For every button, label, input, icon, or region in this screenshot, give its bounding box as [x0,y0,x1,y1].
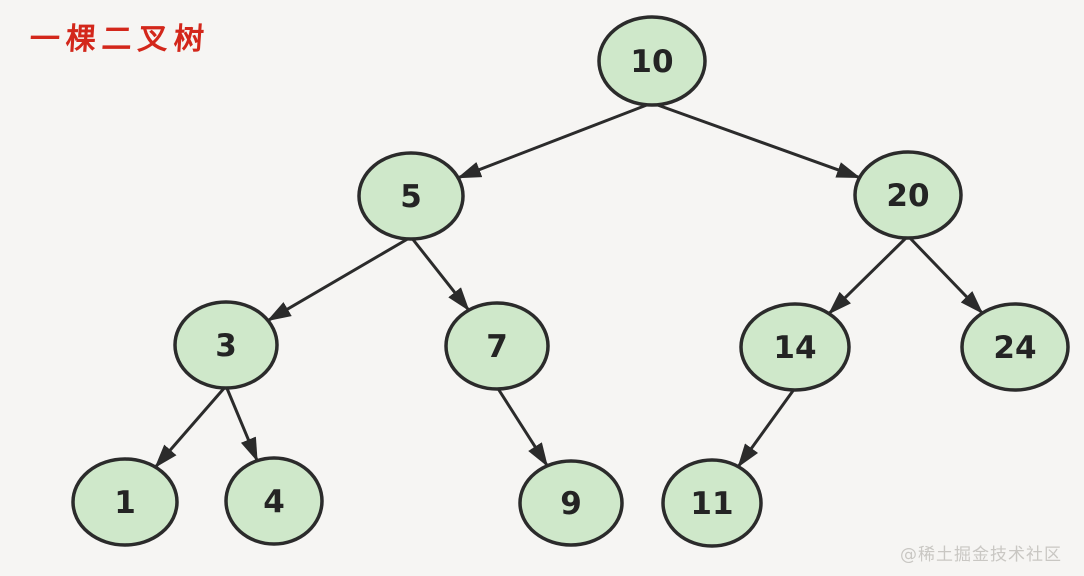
tree-node-value: 11 [690,486,733,522]
tree-node-ellipse [444,301,550,391]
tree-node-ellipse [853,150,963,240]
tree-node-14: 14 [739,302,851,392]
tree-edge-3-1 [154,385,228,469]
tree-node-ellipse [173,300,279,390]
tree-node-value: 20 [886,178,929,214]
tree-node-value: 3 [215,328,237,364]
tree-node-ellipse [357,151,465,241]
tree-node-3: 3 [173,300,279,390]
tree-node-value: 14 [773,330,816,366]
tree-node-1: 1 [71,457,179,547]
tree-node-24: 24 [960,302,1070,392]
tree-edge-20-14 [827,234,910,315]
tree-node-value: 10 [630,44,673,80]
tree-node-value: 7 [486,329,508,365]
tree-node-value: 4 [263,484,285,520]
tree-edge-10-20 [651,101,861,179]
tree-edge-20-24 [906,234,984,315]
tree-node-ellipse [224,456,324,546]
tree-edge-5-7 [409,236,470,312]
tree-node-ellipse [661,458,763,548]
tree-node-value: 1 [114,485,136,521]
tree-node-ellipse [71,457,179,547]
tree-edge-5-3 [266,235,412,322]
tree-node-value: 24 [993,330,1036,366]
tree-edge-3-4 [224,385,259,462]
tree-edges [154,101,984,469]
tree-edge-14-11 [737,387,797,468]
tree-node-ellipse [597,15,707,107]
tree-node-7: 7 [444,301,550,391]
tree-node-20: 20 [853,150,963,240]
tree-node-4: 4 [224,456,324,546]
tree-node-ellipse [518,459,624,547]
tree-node-value: 9 [560,486,582,522]
tree-node-10: 10 [597,15,707,107]
tree-node-11: 11 [661,458,763,548]
tree-node-9: 9 [518,459,624,547]
diagram-title: 一棵二叉树 [28,22,211,57]
tree-node-value: 5 [400,179,422,215]
tree-edge-10-5 [457,101,653,180]
tree-node-5: 5 [357,151,465,241]
tree-node-ellipse [739,302,851,392]
watermark: @稀土掘金技术社区 [900,545,1062,565]
tree-edge-7-9 [495,386,549,467]
tree-node-ellipse [960,302,1070,392]
